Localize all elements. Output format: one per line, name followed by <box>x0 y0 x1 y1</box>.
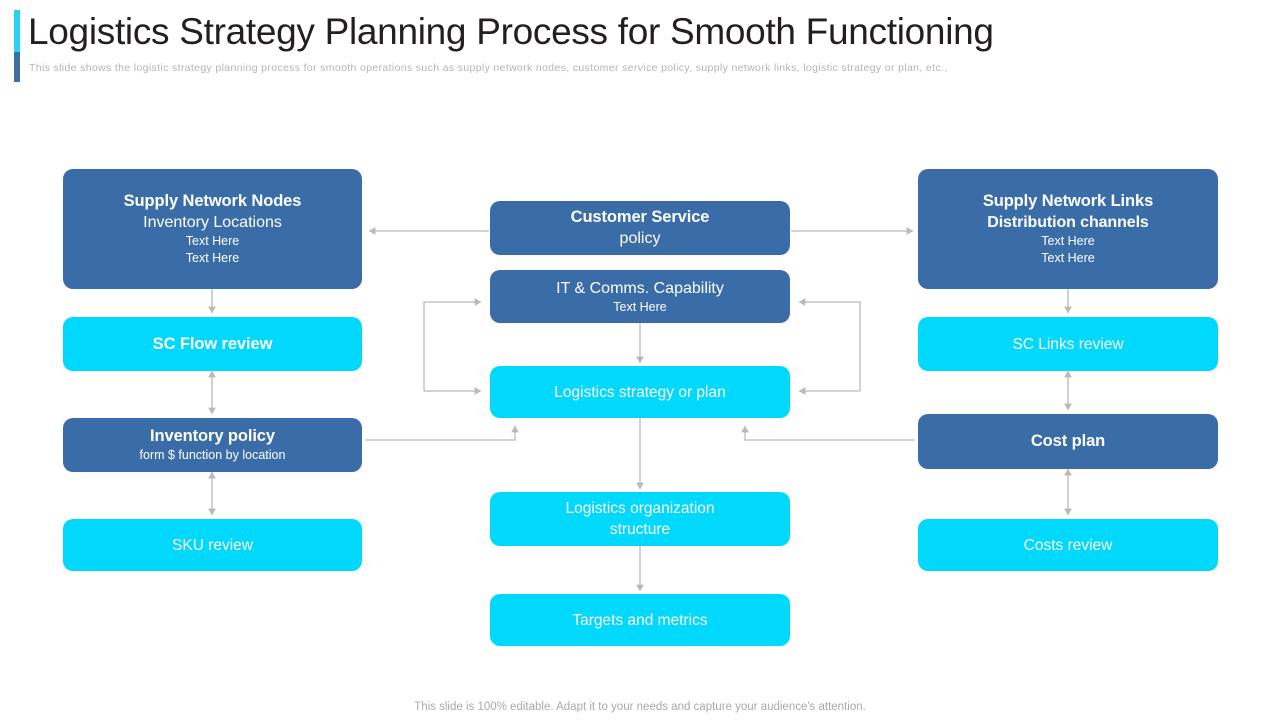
node-line: policy <box>619 230 661 247</box>
node-it-comms-capability[interactable]: IT & Comms. Capability Text Here <box>490 270 790 323</box>
node-line: IT & Comms. Capability <box>556 279 724 297</box>
node-line: SC Flow review <box>152 334 273 353</box>
node-line: Text Here <box>1041 251 1095 265</box>
node-cost-plan[interactable]: Cost plan <box>918 414 1218 469</box>
node-line: Customer Service <box>570 208 710 226</box>
node-line: Text Here <box>613 299 667 314</box>
node-line: Distribution channels <box>987 214 1149 231</box>
arrow-inventorypolicy-to-strategy <box>365 425 519 441</box>
node-line: Targets and metrics <box>572 611 708 629</box>
node-sku-review[interactable]: SKU review <box>63 519 362 571</box>
accent-bar-top-segment <box>14 10 20 52</box>
node-line: SKU review <box>172 536 253 554</box>
bracket-left-to-itcomms <box>423 298 482 391</box>
node-line: Text Here <box>185 234 240 248</box>
node-line: structure <box>609 521 671 538</box>
node-costs-review[interactable]: Costs review <box>918 519 1218 571</box>
node-line: Costs review <box>1023 536 1113 554</box>
node-supply-network-links[interactable]: Supply Network Links Distribution channe… <box>918 169 1218 289</box>
node-customer-service-policy[interactable]: Customer Service policy <box>490 201 790 255</box>
node-sc-flow-review[interactable]: SC Flow review <box>63 317 362 371</box>
node-line: Supply Network Nodes <box>123 192 302 210</box>
node-supply-network-nodes[interactable]: Supply Network Nodes Inventory Locations… <box>63 169 362 289</box>
node-line: form $ function by location <box>139 448 286 462</box>
node-line: Inventory policy <box>150 427 275 445</box>
node-line: SC Links review <box>1012 335 1124 353</box>
bracket-right-to-itcomms <box>798 298 861 391</box>
node-line: Logistics organization <box>565 500 715 517</box>
accent-bar-bottom-segment <box>14 52 20 82</box>
arrow-costplan-to-strategy <box>741 425 915 441</box>
page-subtitle: This slide shows the logistic strategy p… <box>29 62 948 74</box>
footer-note: This slide is 100% editable. Adapt it to… <box>414 701 866 713</box>
node-line: Cost plan <box>1030 432 1106 450</box>
node-line: Supply Network Links <box>982 192 1154 210</box>
node-logistics-organization-structure[interactable]: Logistics organization structure <box>490 492 790 546</box>
node-sc-links-review[interactable]: SC Links review <box>918 317 1218 371</box>
title-accent-bar <box>14 10 20 82</box>
node-line: Text Here <box>185 251 240 265</box>
node-line: Text Here <box>1041 234 1095 248</box>
node-inventory-policy[interactable]: Inventory policy form $ function by loca… <box>63 418 362 472</box>
node-line: Inventory Locations <box>143 214 282 231</box>
node-line: Logistics strategy or plan <box>554 383 726 401</box>
slide-header: Logistics Strategy Planning Process for … <box>0 0 1280 100</box>
node-targets-and-metrics[interactable]: Targets and metrics <box>490 594 790 646</box>
node-logistics-strategy-or-plan[interactable]: Logistics strategy or plan <box>490 366 790 418</box>
page-title: Logistics Strategy Planning Process for … <box>28 11 994 52</box>
